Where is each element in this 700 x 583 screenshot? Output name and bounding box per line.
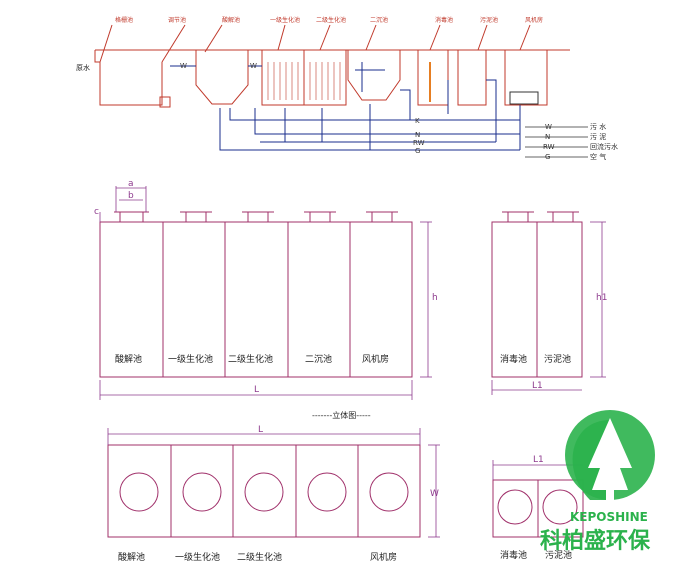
legend-code: W [545,123,552,131]
unit-label: 风机房 [525,16,543,24]
unit-label: 一级生化池 [270,16,300,24]
blower-icon [509,91,539,105]
elevation-dimensions [99,186,606,400]
plan-tank-label: 消毒池 [500,549,527,561]
tank-label: 消毒池 [500,353,527,365]
tree-icon [588,418,632,490]
dim-h: h [432,293,438,303]
plan-tank-label: 酸解池 [118,551,145,563]
legend-code: G [545,153,550,161]
plan-view [107,444,584,538]
plan-dim-W: W [430,489,439,499]
plan-dim-L: L [258,425,263,435]
pipe-mark: W [250,62,257,70]
plan-dimensions [107,428,583,538]
legend: W 污 水 N 污 泥 RW 回流污水 G 空 气 [525,122,618,161]
dim-L: L [254,385,259,395]
pipe-code: N [415,131,420,139]
pipe-mark: W [180,62,187,70]
unit-label: 二沉池 [370,16,388,24]
pipe-network [170,62,521,151]
dim-L1: L1 [532,381,543,391]
dim-a: a [128,179,134,189]
plan-tank-label: 污泥池 [545,549,572,561]
logo-latin: KEPOSHINE [570,510,648,524]
tank-label: 酸解池 [115,353,142,365]
inlet-label: 原水 [76,63,90,72]
legend-text: 回流污水 [590,142,618,151]
unit-label: 消毒池 [435,16,453,24]
legend-text: 污 泥 [590,133,606,141]
elevation-view [99,211,583,378]
unit-label: 格栅池 [115,16,133,24]
unit-label: 调节池 [168,16,186,24]
bio-media [267,62,341,100]
legend-text: 空 气 [590,152,606,161]
tank-label: 一级生化池 [168,353,213,365]
pipe-code: RW [413,139,425,147]
unit-label: 酸解池 [222,16,240,24]
view-title: -------立体图----- [312,410,371,420]
company-logo: KEPOSHINE 科柏盛环保 [540,410,655,554]
tank-label: 风机房 [362,353,389,365]
dim-c: c [94,207,99,217]
unit-label: 污泥池 [480,16,498,24]
pipe-code: K [415,117,420,125]
plan-dim-L1: L1 [533,455,544,465]
flow-diagram [94,24,570,108]
unit-label: 二级生化池 [316,16,346,24]
dim-h1: h1 [596,293,607,303]
logo-chinese: 科柏盛环保 [540,528,651,554]
legend-code: RW [543,143,555,151]
legend-text: 污 水 [590,122,606,131]
plan-tank-label: 风机房 [370,551,397,563]
tank-label: 二沉池 [305,353,332,365]
plan-tank-label: 一级生化池 [175,551,220,563]
pipe-code: G [415,147,420,155]
legend-code: N [545,133,550,141]
dim-b: b [128,191,134,201]
plan-tank-label: 二级生化池 [237,551,282,563]
tank-label: 二级生化池 [228,353,273,365]
tank-label: 污泥池 [544,353,571,365]
